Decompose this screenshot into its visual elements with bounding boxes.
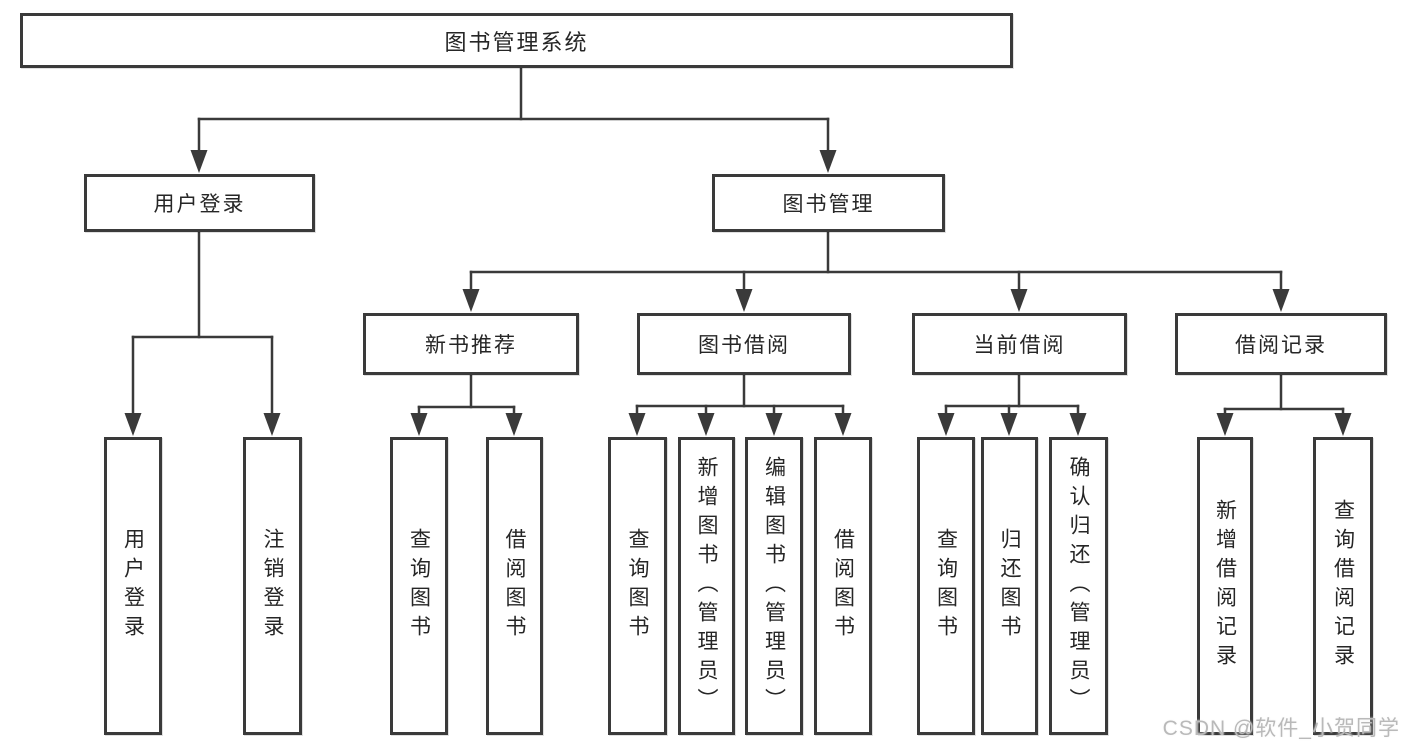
- leaf-add-book-admin: 新增图书（管理员）: [678, 437, 735, 735]
- leaf-query-books-recommend: 查询图书: [390, 437, 448, 735]
- leaf-return-book: 归还图书: [981, 437, 1038, 735]
- node-book-borrowing: 图书借阅: [637, 313, 851, 375]
- leaf-logout-login: 注销登录: [243, 437, 302, 735]
- leaf-borrow-books-borrowing: 借阅图书: [814, 437, 872, 735]
- leaf-query-books-borrowing: 查询图书: [608, 437, 667, 735]
- leaf-add-borrow-record: 新增借阅记录: [1197, 437, 1253, 735]
- leaf-edit-book-admin: 编辑图书（管理员）: [745, 437, 803, 735]
- leaf-query-books-current: 查询图书: [917, 437, 975, 735]
- watermark: CSDN @软件_小贺同学: [1162, 717, 1400, 740]
- leaf-user-login: 用户登录: [104, 437, 162, 735]
- node-book-management: 图书管理: [712, 174, 945, 232]
- node-library-management-system: 图书管理系统: [20, 13, 1013, 68]
- arrowhead-icons: [124, 150, 1352, 436]
- leaf-borrow-books-recommend: 借阅图书: [486, 437, 543, 735]
- node-new-book-recommend: 新书推荐: [363, 313, 579, 375]
- leaf-query-borrow-record: 查询借阅记录: [1313, 437, 1373, 735]
- node-user-login: 用户登录: [84, 174, 315, 232]
- node-borrowing-records: 借阅记录: [1175, 313, 1387, 375]
- node-current-borrowing: 当前借阅: [912, 313, 1127, 375]
- leaf-confirm-return-admin: 确认归还（管理员）: [1049, 437, 1108, 735]
